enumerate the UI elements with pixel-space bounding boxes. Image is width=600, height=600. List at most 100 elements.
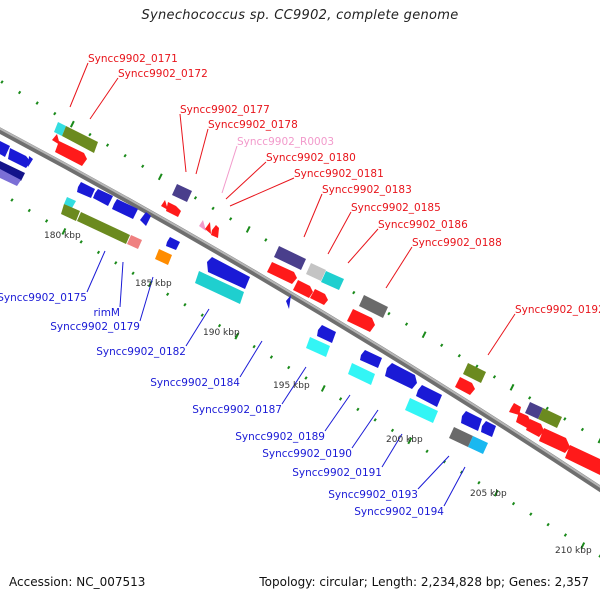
gene-label-Syncc9902_0190[interactable]: Syncc9902_0190	[262, 448, 352, 460]
minor-tick	[492, 375, 497, 379]
gene-label-Syncc9902_0182[interactable]: Syncc9902_0182	[96, 346, 186, 358]
feature-0180[interactable]	[205, 222, 211, 234]
feature-0182[interactable]	[195, 271, 244, 304]
feature-0189a[interactable]	[360, 350, 382, 368]
gene-label-rimM[interactable]: rimM	[93, 307, 120, 319]
major-tick	[421, 331, 427, 339]
gene-label-Syncc9902_0194[interactable]: Syncc9902_0194	[354, 506, 444, 518]
feature-rev-blue-row1[interactable]	[77, 182, 151, 226]
leader-line	[179, 113, 187, 173]
feature-0191[interactable]	[405, 398, 438, 423]
leader-line	[327, 211, 352, 255]
feature-0179a[interactable]	[166, 237, 180, 250]
feature-0190[interactable]	[385, 363, 417, 389]
gene-label-Syncc9902_0179[interactable]: Syncc9902_0179	[50, 321, 140, 333]
leader-line	[347, 228, 379, 264]
major-tick	[245, 225, 251, 233]
gene-label-Syncc9902_0193[interactable]: Syncc9902_0193	[328, 489, 418, 501]
feature-0175[interactable]	[61, 197, 130, 244]
leader-line	[221, 145, 238, 194]
minor-tick	[477, 480, 481, 485]
gene-label-Syncc9902_0186[interactable]: Syncc9902_0186	[378, 219, 468, 231]
leader-line	[239, 340, 263, 378]
leader-line	[119, 261, 124, 308]
gene-label-Syncc9902_0178[interactable]: Syncc9902_0178	[208, 119, 298, 131]
feature-0187a[interactable]	[317, 325, 336, 343]
minor-tick	[229, 217, 233, 221]
minor-tick	[580, 427, 585, 432]
gene-label-Syncc9902_0187[interactable]: Syncc9902_0187	[192, 404, 282, 416]
feature-0189[interactable]	[348, 363, 375, 385]
feature-rimM[interactable]	[127, 235, 142, 249]
gene-label-Syncc9902_0185[interactable]: Syncc9902_0185	[351, 202, 441, 214]
feature-0177[interactable]	[172, 184, 192, 202]
minor-tick	[287, 365, 291, 370]
feature-R0003[interactable]	[199, 220, 206, 231]
feature-0182a[interactable]	[207, 257, 250, 289]
minor-tick	[252, 344, 256, 349]
leader-line	[417, 455, 450, 490]
gene-label-Syncc9902_0171[interactable]: Syncc9902_0171	[88, 53, 178, 65]
gene-label-Syncc9902_0181[interactable]: Syncc9902_0181	[294, 168, 384, 180]
gene-label-Syncc9902_0183[interactable]: Syncc9902_0183	[322, 184, 412, 196]
feature-far-right[interactable]	[509, 402, 600, 475]
minor-tick	[457, 354, 461, 358]
leader-line	[89, 77, 119, 120]
gene-label-Syncc9902_0188[interactable]: Syncc9902_0188	[412, 237, 502, 249]
gene-label-Syncc9902_0180[interactable]: Syncc9902_0180	[266, 152, 356, 164]
feature-0171[interactable]	[54, 122, 98, 153]
scale-label-185: 185 kbp	[135, 279, 172, 289]
feature-0181[interactable]	[211, 225, 219, 238]
feature-left-edge[interactable]	[0, 140, 33, 186]
minor-tick	[166, 292, 170, 296]
accession-text: Accession: NC_007513	[9, 575, 146, 589]
leader-line	[185, 308, 210, 347]
minor-tick	[217, 323, 222, 328]
feature-0192[interactable]	[455, 363, 486, 395]
minor-tick	[563, 417, 567, 421]
feature-0188[interactable]	[359, 295, 388, 318]
major-tick	[493, 489, 499, 497]
feature-0179[interactable]	[155, 249, 172, 265]
gene-label-Syncc9902_0189[interactable]: Syncc9902_0189	[235, 431, 325, 443]
feature-0183a[interactable]	[274, 246, 306, 270]
gene-label-Syncc9902_0184[interactable]: Syncc9902_0184	[150, 377, 240, 389]
scale-label-200: 200 kbp	[386, 435, 423, 445]
leader-line	[139, 276, 154, 322]
leader-line	[487, 313, 516, 356]
feature-0194[interactable]	[468, 436, 488, 454]
feature-0193a[interactable]	[461, 411, 496, 437]
gene-label-Syncc9902_0172[interactable]: Syncc9902_0172	[118, 68, 208, 80]
minor-tick	[79, 240, 83, 244]
minor-tick	[114, 261, 118, 265]
minor-tick	[17, 90, 22, 95]
feature-0183[interactable]	[267, 262, 297, 284]
major-tick	[234, 332, 240, 340]
feature-0193[interactable]	[449, 427, 473, 447]
minor-tick	[425, 449, 429, 454]
feature-0188b[interactable]	[347, 309, 375, 332]
gene-label-Syncc9902_0175[interactable]: Syncc9902_0175	[0, 292, 87, 304]
minor-tick	[440, 343, 444, 347]
minor-tick	[269, 355, 274, 359]
feature-0185b[interactable]	[293, 280, 328, 305]
minor-tick	[511, 501, 516, 506]
gene-label-Syncc9902_0191[interactable]: Syncc9902_0191	[292, 467, 382, 479]
scale-label-210: 210 kbp	[555, 546, 592, 556]
gene-label-Syncc9902_R0003[interactable]: Syncc9902_R0003	[237, 136, 334, 148]
minor-tick	[404, 322, 409, 326]
feature-0178[interactable]	[161, 200, 181, 217]
feature-0187[interactable]	[306, 337, 330, 357]
gene-label-Syncc9902_0192[interactable]: Syncc9902_0192	[515, 304, 600, 316]
minor-tick	[356, 407, 360, 412]
gene-label-Syncc9902_0177[interactable]: Syncc9902_0177	[180, 104, 270, 116]
minor-tick	[390, 428, 395, 433]
major-tick	[157, 173, 163, 181]
feature-0191a[interactable]	[416, 385, 442, 407]
feature-0185[interactable]	[306, 263, 344, 290]
feature-0184[interactable]	[286, 295, 291, 309]
minor-tick	[264, 238, 268, 242]
feature-0172[interactable]	[52, 134, 87, 166]
minor-tick	[387, 311, 391, 316]
